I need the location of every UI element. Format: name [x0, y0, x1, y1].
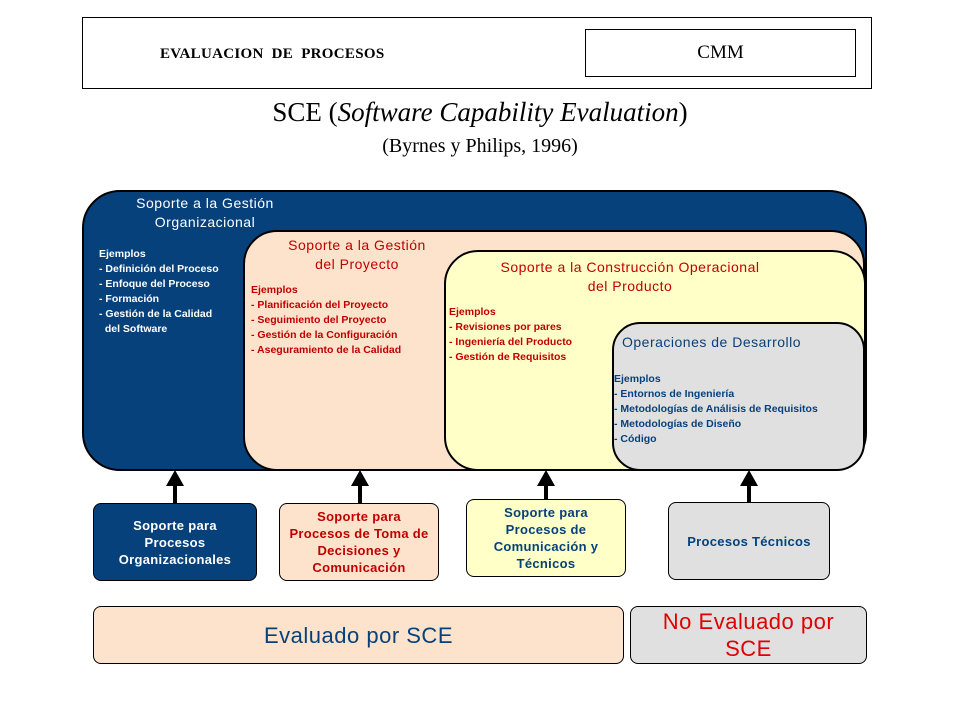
cmm-badge: CMM [585, 29, 856, 77]
evaluated-bar: Evaluado por SCE [93, 606, 624, 664]
support-comunicacion-label: Soporte para Procesos de Comunicación y … [493, 505, 599, 571]
up-arrow-icon [351, 470, 369, 504]
up-arrow-icon [537, 470, 555, 504]
support-comunicacion-box: Soporte para Procesos de Comunicación y … [466, 499, 626, 577]
panel-proyecto-title: Soporte a la Gestión del Proyecto [288, 237, 426, 272]
evaluated-label: Evaluado por SCE [264, 622, 453, 648]
panel-proyecto-examples: Ejemplos - Planificación del Proyecto - … [251, 284, 402, 356]
support-organizacionales-box: Soporte para Procesos Organizacionales [93, 503, 257, 581]
not-evaluated-bar: No Evaluado por SCE [630, 606, 867, 664]
subtitle: (Byrnes y Philips, 1996) [382, 135, 578, 157]
support-organizacionales-label: Soporte para Procesos Organizacionales [118, 517, 232, 567]
up-arrow-icon [166, 470, 184, 504]
panel-desarrollo-title: Operaciones de Desarrollo [622, 334, 802, 350]
support-tecnicos-label: Procesos Técnicos [687, 533, 811, 549]
main-title: SCE (Software Capability Evaluation) [0, 97, 960, 128]
support-decisiones-box: Soporte para Procesos de Toma de Decisio… [279, 503, 439, 581]
panel-construccion-title: Soporte a la Construcción Operacional de… [500, 259, 760, 294]
panel-organizacional-examples: Ejemplos - Definición del Proceso - Enfo… [99, 248, 219, 335]
not-evaluated-label: No Evaluado por SCE [662, 609, 835, 661]
panel-construccion-examples: Ejemplos - Revisiones por pares - Ingeni… [449, 306, 573, 363]
header-title: EVALUACION DE PROCESOS [160, 46, 385, 62]
support-decisiones-label: Soporte para Procesos de Toma de Decisio… [289, 509, 429, 575]
up-arrow-icon [740, 470, 758, 504]
main-title-prefix: SCE ( [272, 97, 338, 127]
support-tecnicos-box: Procesos Técnicos [668, 502, 830, 580]
main-title-italic: Software Capability Evaluation [337, 97, 679, 127]
panel-organizacional-title: Soporte a la Gestión Organizacional [136, 195, 274, 230]
panel-desarrollo-examples: Ejemplos - Entornos de Ingeniería - Meto… [614, 373, 818, 445]
main-title-suffix: ) [678, 97, 688, 127]
panel-desarrollo [612, 322, 865, 471]
